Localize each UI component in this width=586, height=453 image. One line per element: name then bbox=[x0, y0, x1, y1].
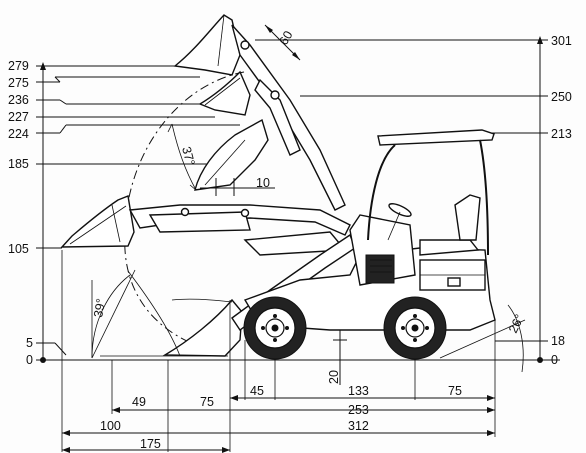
angle-label-37: 37° bbox=[179, 145, 197, 167]
reach-arc bbox=[124, 71, 245, 351]
height-label-224: 224 bbox=[8, 127, 29, 141]
rear-wheel bbox=[383, 296, 447, 360]
angle-39: 39° bbox=[91, 269, 136, 359]
dim-label-49: 49 bbox=[132, 395, 146, 409]
raised-bucket-top bbox=[173, 14, 241, 76]
ground-bucket-flat bbox=[100, 270, 228, 357]
height-label-227: 227 bbox=[8, 110, 29, 124]
dim-label-45: 45 bbox=[250, 384, 264, 398]
dim-10: 10 bbox=[200, 176, 275, 196]
carry-bucket bbox=[60, 195, 135, 248]
rops-cab bbox=[367, 129, 495, 256]
height-label-0: 0 bbox=[26, 353, 33, 367]
height-label-0-right: 0 bbox=[551, 353, 558, 367]
right-height-scale: 301 250 213 18 0 bbox=[255, 34, 572, 367]
height-label-250: 250 bbox=[551, 90, 572, 104]
height-label-213: 213 bbox=[551, 127, 572, 141]
height-label-301: 301 bbox=[551, 34, 572, 48]
height-label-5: 5 bbox=[26, 336, 33, 350]
angle-label-39: 39° bbox=[91, 297, 108, 318]
dim-label-133: 133 bbox=[348, 384, 369, 398]
left-height-scale: 279 275 236 227 224 185 105 5 0 bbox=[8, 59, 560, 367]
height-label-18: 18 bbox=[551, 334, 565, 348]
bottom-dimensions: 45 133 75 49 75 253 100 312 175 bbox=[61, 250, 496, 453]
dim-60: 60 bbox=[264, 24, 301, 61]
dim-label-75a: 75 bbox=[200, 395, 214, 409]
height-label-275: 275 bbox=[8, 76, 29, 90]
dim-label-100: 100 bbox=[100, 419, 121, 433]
lift-arm-lower bbox=[128, 204, 351, 256]
dim-label-75b: 75 bbox=[448, 384, 462, 398]
front-wheel bbox=[243, 296, 307, 360]
lift-arm-upper bbox=[231, 24, 346, 211]
height-label-279: 279 bbox=[8, 59, 29, 73]
height-label-185: 185 bbox=[8, 157, 29, 171]
dim-label-253: 253 bbox=[348, 403, 369, 417]
angle-37: 37° bbox=[167, 123, 198, 191]
dim-label-312: 312 bbox=[348, 419, 369, 433]
dim-label-20: 20 bbox=[327, 370, 341, 384]
dim-label-175: 175 bbox=[140, 437, 161, 451]
angle-label-26: 26° bbox=[506, 312, 527, 335]
dumped-bucket bbox=[194, 118, 269, 191]
raised-bucket-middle bbox=[198, 70, 251, 116]
height-label-236: 236 bbox=[8, 93, 29, 107]
dim-label-60: 60 bbox=[276, 28, 295, 47]
dim-20: 20 bbox=[327, 330, 347, 385]
dim-label-10: 10 bbox=[256, 176, 270, 190]
height-label-105: 105 bbox=[8, 242, 29, 256]
